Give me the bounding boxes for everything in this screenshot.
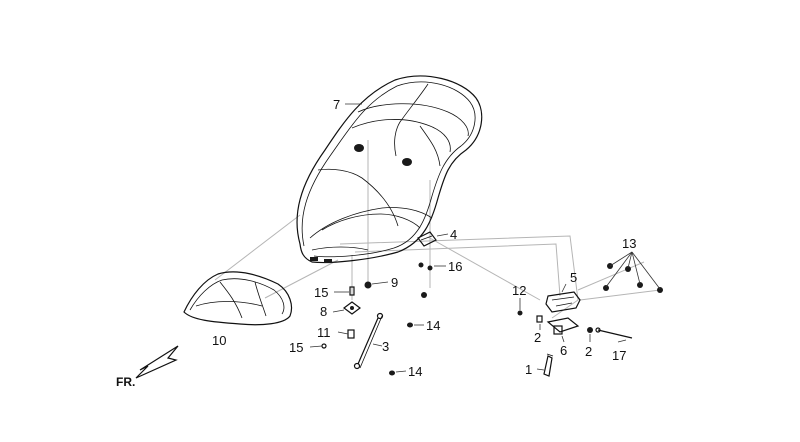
callout-4: 4 [450, 227, 457, 242]
clip-part-15-upper [349, 286, 355, 296]
washer-part-2-right [587, 327, 593, 333]
callout-6: 6 [560, 343, 567, 358]
seat-part-7 [296, 75, 483, 264]
callout-2-right: 2 [585, 344, 592, 359]
callout-14-upper: 14 [426, 318, 440, 333]
latch-part-5 [545, 291, 581, 313]
callout-2-left: 2 [534, 330, 541, 345]
assembly-guide-lines [214, 140, 661, 319]
front-direction-arrow-icon [135, 345, 179, 379]
callout-8: 8 [320, 304, 327, 319]
callout-11: 11 [317, 325, 331, 340]
clip-part-15-lower [321, 343, 327, 349]
bushing-part-11 [347, 329, 355, 339]
front-direction-label: FR. [116, 375, 135, 389]
callout-15-lower: 15 [289, 340, 303, 355]
callout-7: 7 [333, 97, 340, 112]
pin-part-17 [595, 327, 633, 339]
callout-12: 12 [512, 283, 526, 298]
callout-16: 16 [448, 259, 462, 274]
gas-strut-part-3 [353, 312, 384, 370]
washer-part-12 [517, 310, 523, 316]
nut-part-14-upper [407, 322, 413, 328]
callout-15-upper: 15 [314, 285, 328, 300]
bolts-part-16 [418, 262, 433, 271]
callout-14-lower: 14 [408, 364, 422, 379]
callout-5: 5 [570, 270, 577, 285]
callout-10: 10 [212, 333, 226, 348]
callout-1: 1 [525, 362, 532, 377]
latch-base-part-6 [546, 317, 580, 335]
washer-part-2-left [536, 315, 543, 323]
callout-3: 3 [382, 339, 389, 354]
backrest-part-10 [183, 271, 293, 326]
dampers-part-13 [603, 263, 663, 293]
hinge-part-4 [417, 231, 437, 247]
latch-pin-part-1 [543, 353, 554, 377]
bolt-part-9 [364, 281, 427, 298]
callout-labels: 7 4 16 9 15 8 11 15 10 14 3 14 5 12 2 6 … [116, 97, 636, 389]
bracket-part-8 [343, 301, 361, 315]
leader-lines [309, 103, 661, 373]
nut-part-14-lower [389, 370, 395, 376]
callout-9: 9 [391, 275, 398, 290]
callout-13: 13 [622, 236, 636, 251]
callout-17: 17 [612, 348, 626, 363]
